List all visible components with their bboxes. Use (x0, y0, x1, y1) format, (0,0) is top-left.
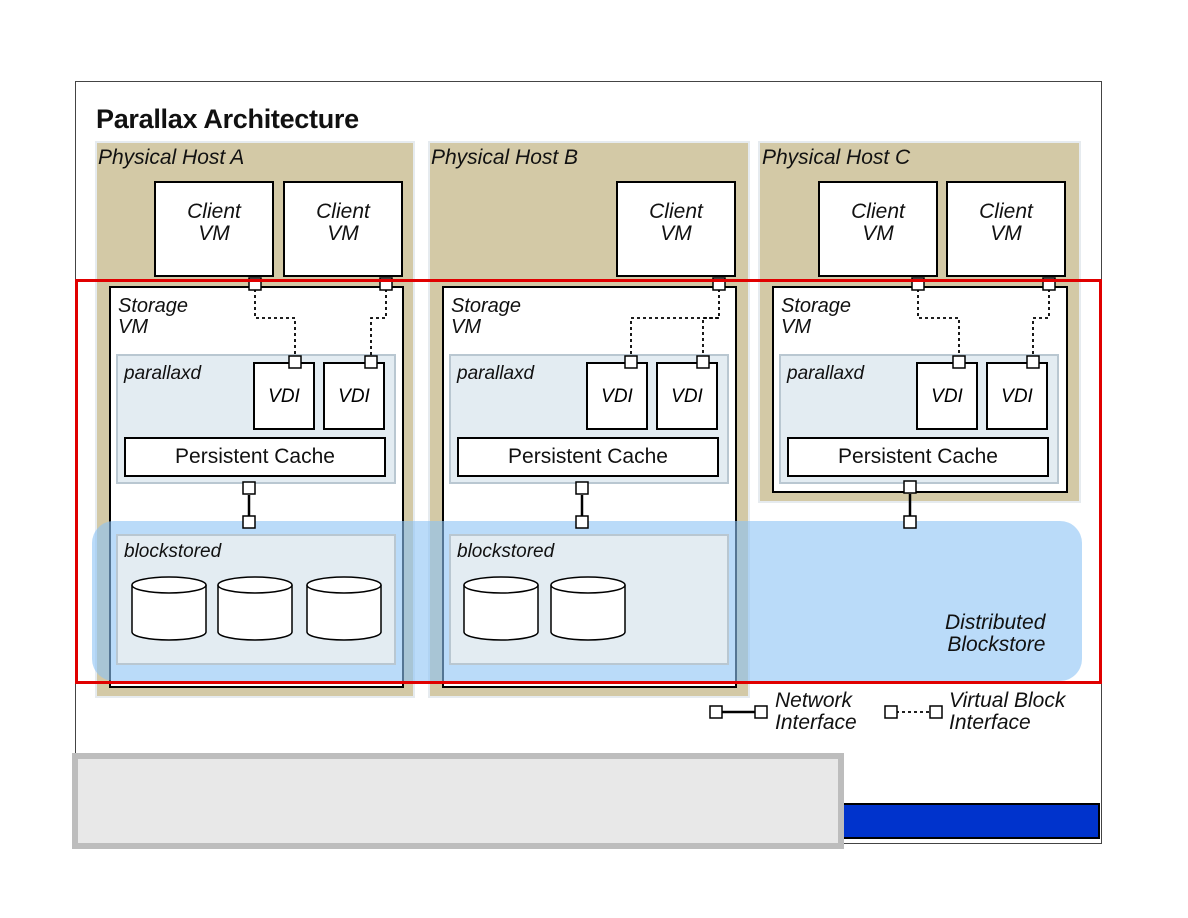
persistent-cache-a: Persistent Cache (124, 437, 386, 477)
host-a-label: Physical Host A (98, 146, 245, 169)
host-b-label: Physical Host B (431, 146, 579, 169)
client-vm-label: Client (649, 200, 703, 223)
port-icon (624, 355, 638, 369)
persistent-cache-b: Persistent Cache (457, 437, 719, 477)
client-vm-label: VM (327, 222, 359, 245)
footer-blue-bar (840, 803, 1100, 839)
legend-network-icon (709, 705, 768, 719)
disk-icon (306, 576, 382, 641)
parallaxd-b-label: parallaxd (457, 363, 535, 384)
disk-icon (217, 576, 293, 641)
client-vm-label: Client (187, 200, 241, 223)
vdi-b2: VDI (656, 362, 718, 430)
port-icon (575, 515, 589, 529)
disk-icon (131, 576, 207, 641)
port-icon (364, 355, 378, 369)
vdi-c1: VDI (916, 362, 978, 430)
port-icon (242, 515, 256, 529)
persistent-cache-c: Persistent Cache (787, 437, 1049, 477)
virtual-block-link-b1 (630, 289, 720, 358)
client-vm-label: VM (862, 222, 894, 245)
highlight-box (75, 279, 1102, 684)
client-vm-label: VM (990, 222, 1022, 245)
client-vm-label: VM (660, 222, 692, 245)
virtual-block-link-b2 (702, 317, 719, 358)
vdi-a1: VDI (253, 362, 315, 430)
virtual-block-link-c1 (917, 289, 960, 358)
port-icon (288, 355, 302, 369)
disk-icon (463, 576, 539, 641)
virtual-block-link-a1 (254, 289, 296, 358)
port-icon (903, 515, 917, 529)
blockstored-b-label: blockstored (457, 541, 555, 562)
client-vm-label: Client (979, 200, 1033, 223)
diagram-title: Parallax Architecture (96, 104, 359, 134)
port-icon (242, 481, 256, 495)
port-icon (575, 481, 589, 495)
caption-placeholder-box (72, 753, 844, 849)
port-icon (1026, 355, 1040, 369)
port-icon (952, 355, 966, 369)
parallaxd-c-label: parallaxd (787, 363, 865, 384)
port-icon (903, 480, 917, 494)
client-vm-label: Client (851, 200, 905, 223)
vdi-b1: VDI (586, 362, 648, 430)
port-icon (696, 355, 710, 369)
legend-virtual-block-icon (884, 705, 943, 719)
host-c-label: Physical Host C (762, 146, 911, 169)
client-vm-label: Client (316, 200, 370, 223)
vdi-c2: VDI (986, 362, 1048, 430)
vdi-a2: VDI (323, 362, 385, 430)
virtual-block-link-c2 (1032, 289, 1050, 358)
client-vm-label: VM (198, 222, 230, 245)
parallaxd-a-label: parallaxd (124, 363, 202, 384)
virtual-block-link-a2 (370, 289, 387, 358)
blockstored-a-label: blockstored (124, 541, 222, 562)
disk-icon (550, 576, 626, 641)
